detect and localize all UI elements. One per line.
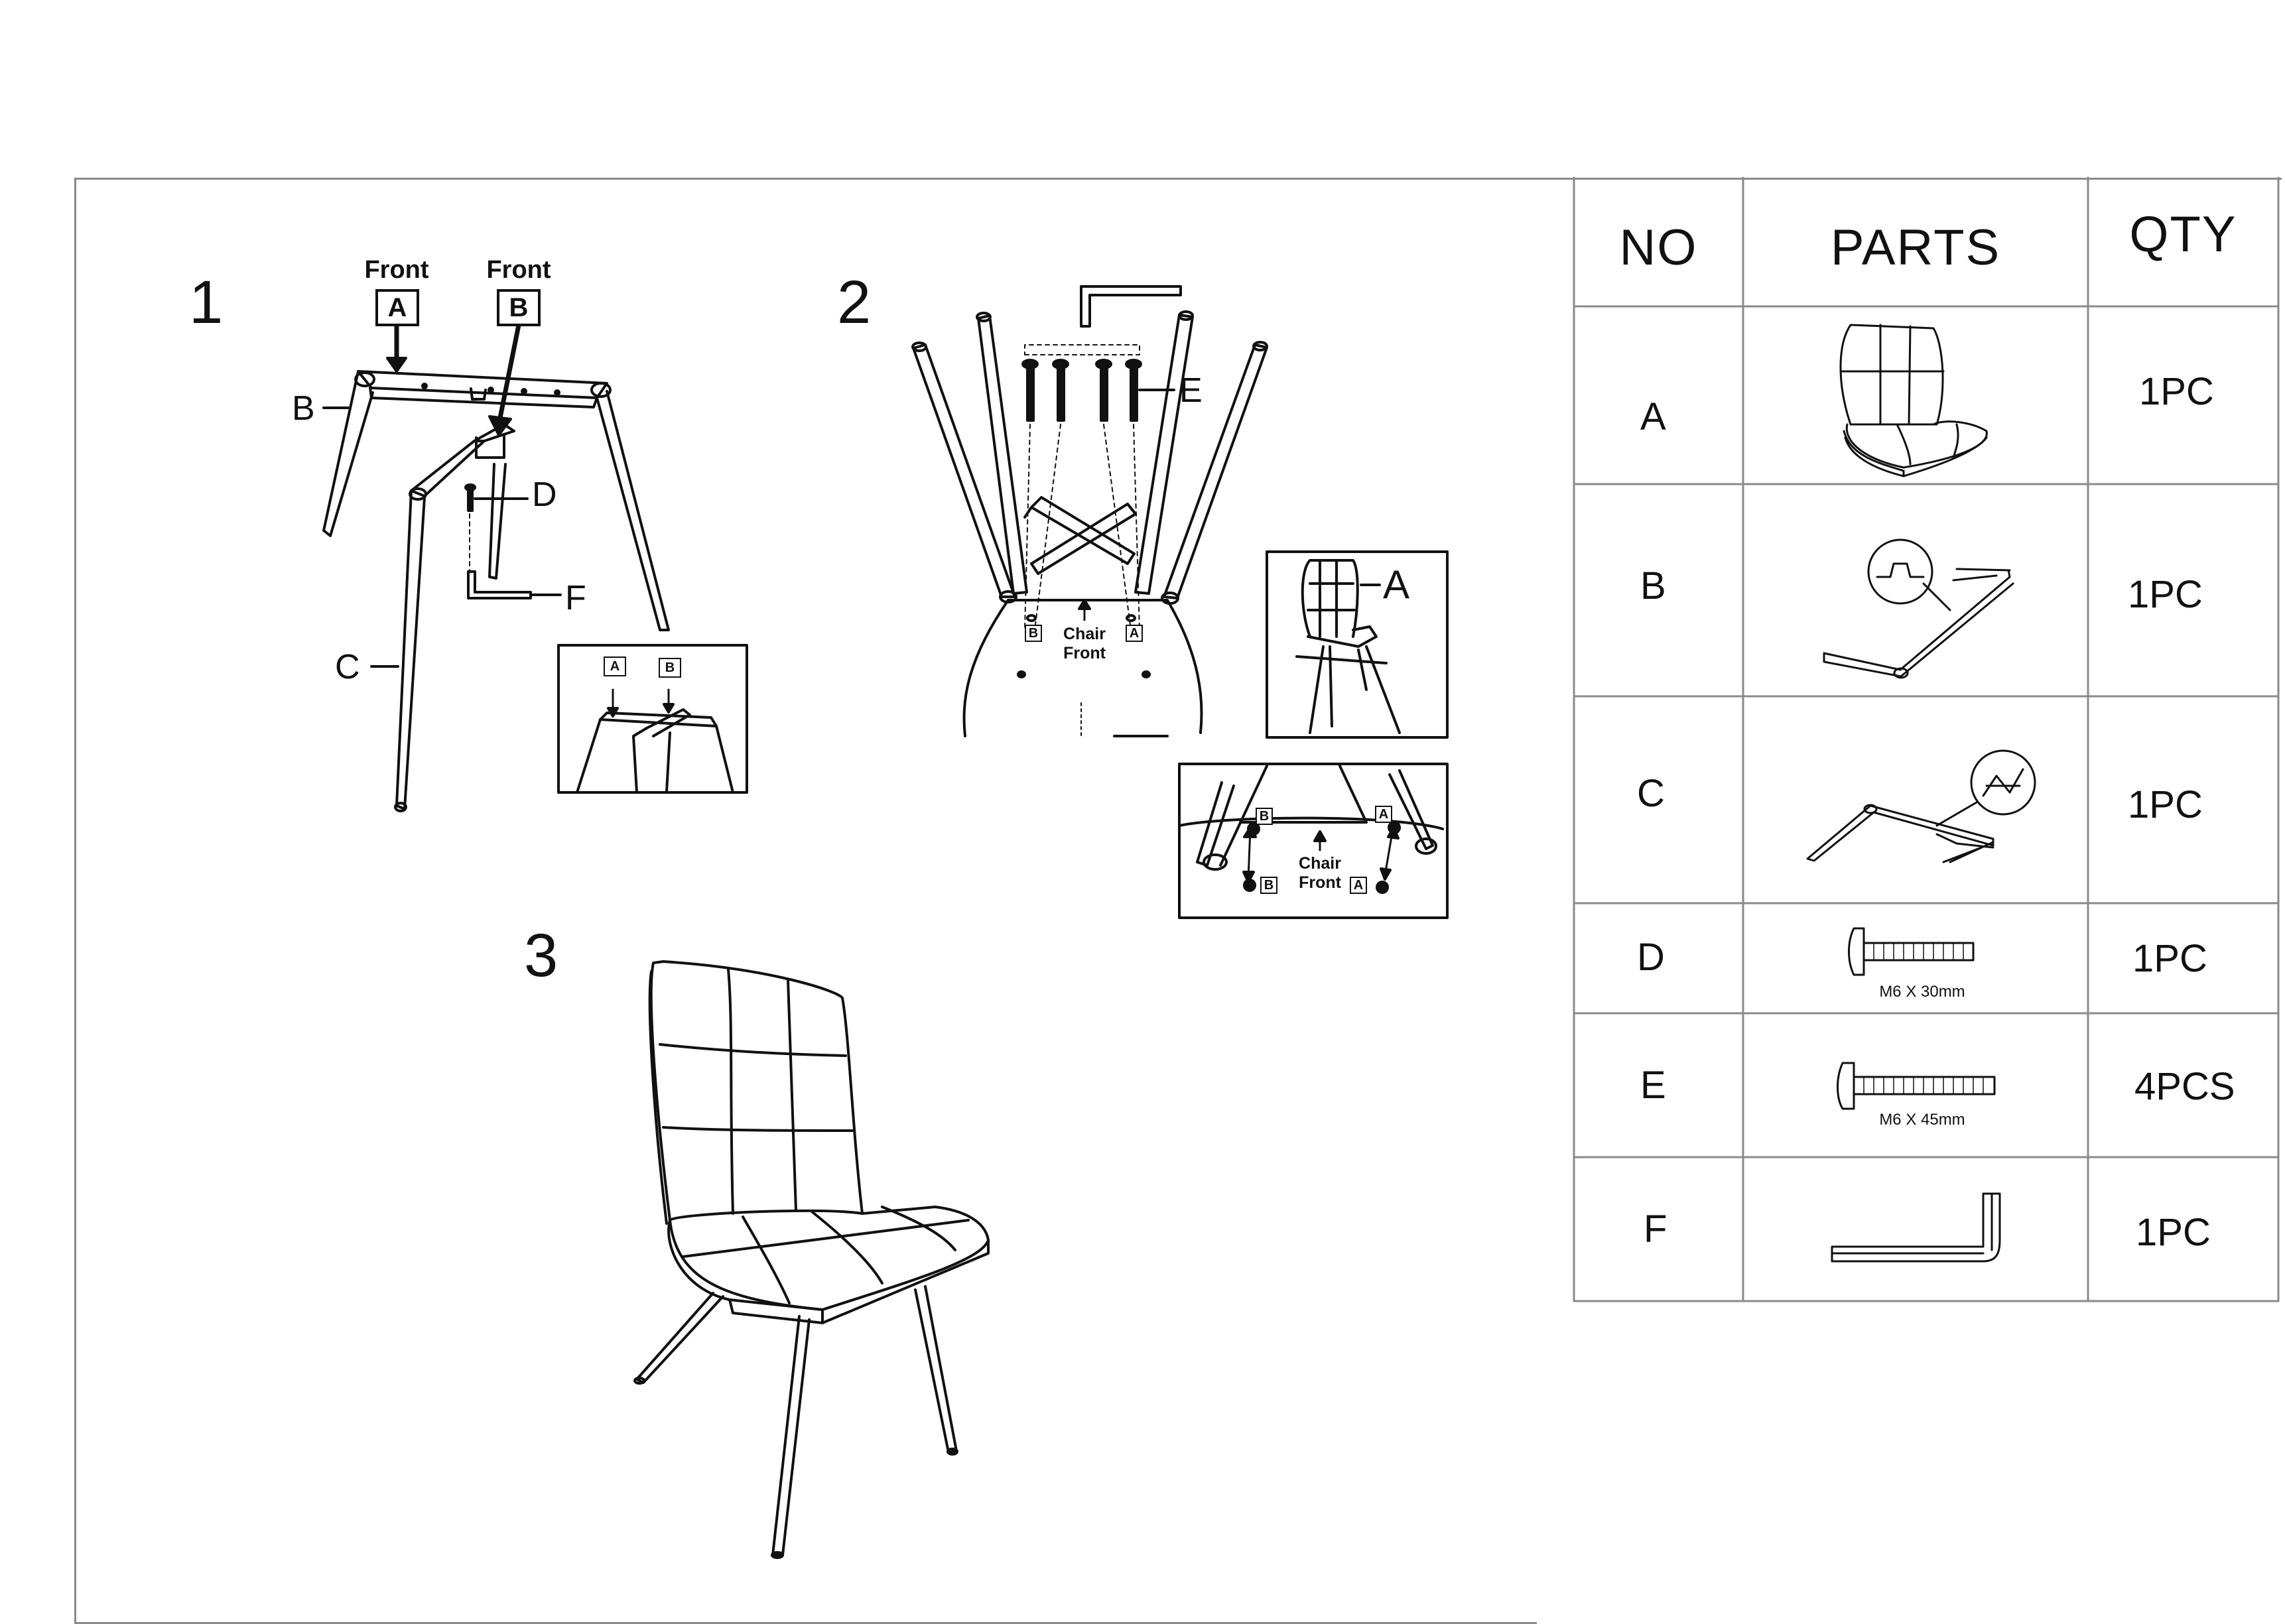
row-e-no: E	[1640, 1064, 1666, 1107]
step1-front-a-label: Front	[364, 256, 429, 284]
step1-leg-frames-icon	[322, 322, 670, 812]
row-a-no: A	[1640, 395, 1666, 438]
row-d-spec: M6 X 30mm	[1879, 983, 1965, 1001]
row-e-spec: M6 X 45mm	[1879, 1111, 1965, 1129]
header-parts: PARTS	[1830, 219, 2001, 276]
allen-key-icon	[1831, 1192, 2001, 1263]
row-a-qty: 1PC	[2139, 370, 2214, 413]
step2-inset1-label-a: A	[1383, 562, 1410, 607]
short-bolt-icon	[1848, 927, 1975, 976]
long-bolt-icon	[1837, 1062, 1996, 1110]
step2-label-e: E	[1179, 371, 1203, 410]
row-c-no: C	[1637, 772, 1665, 815]
step2-inset2-icon	[1178, 763, 1449, 919]
step2-inset2-box-b-bottom: B	[1260, 877, 1277, 894]
step1-number: 1	[189, 269, 224, 336]
instruction-frame	[74, 178, 2282, 1623]
front-leg-frame-icon	[1823, 538, 2014, 679]
step1-inset-box-b: B	[659, 658, 681, 678]
step3-assembled-chair-icon	[633, 960, 990, 1559]
row-e-qty: 4PCS	[2134, 1065, 2235, 1108]
row-d-qty: 1PC	[2132, 937, 2207, 980]
step1-inset-box-a: A	[604, 656, 626, 676]
header-qty: QTY	[2129, 206, 2237, 263]
step2-inset2-box-a-bottom: A	[1350, 877, 1367, 894]
step2-inset2-box-b-top: B	[1256, 808, 1273, 825]
step2-chair-front-label: Chair Front	[1063, 625, 1106, 662]
step2-number: 2	[837, 269, 872, 336]
chair-seat-icon	[1839, 324, 1988, 477]
parts-table-grid	[1573, 176, 2280, 1302]
step2-box-a: A	[1126, 625, 1143, 642]
step3-number: 3	[524, 922, 558, 989]
step1-label-d: D	[532, 475, 557, 514]
row-f-no: F	[1644, 1208, 1667, 1251]
step2-box-b: B	[1025, 625, 1042, 642]
step1-front-b-label: Front	[486, 256, 551, 284]
row-d-no: D	[1637, 936, 1665, 979]
step1-box-a: A	[375, 289, 419, 326]
row-f-qty: 1PC	[2136, 1211, 2211, 1254]
header-no: NO	[1619, 219, 1698, 276]
row-b-qty: 1PC	[2128, 573, 2203, 616]
rear-leg-frame-icon	[1806, 749, 2036, 863]
step2-inset2-chair-front-label: Chair Front	[1299, 854, 1341, 892]
step2-inset1-icon	[1266, 550, 1449, 739]
step2-underside-icon	[911, 285, 1268, 737]
row-c-qty: 1PC	[2128, 783, 2203, 826]
step1-inset-icon	[557, 644, 748, 794]
step1-label-f: F	[565, 579, 586, 617]
step2-inset2-box-a-top: A	[1375, 806, 1392, 823]
step1-label-b: B	[292, 389, 315, 428]
row-b-no: B	[1640, 564, 1666, 607]
step1-box-b: B	[497, 289, 541, 326]
step1-label-c: C	[335, 648, 360, 686]
